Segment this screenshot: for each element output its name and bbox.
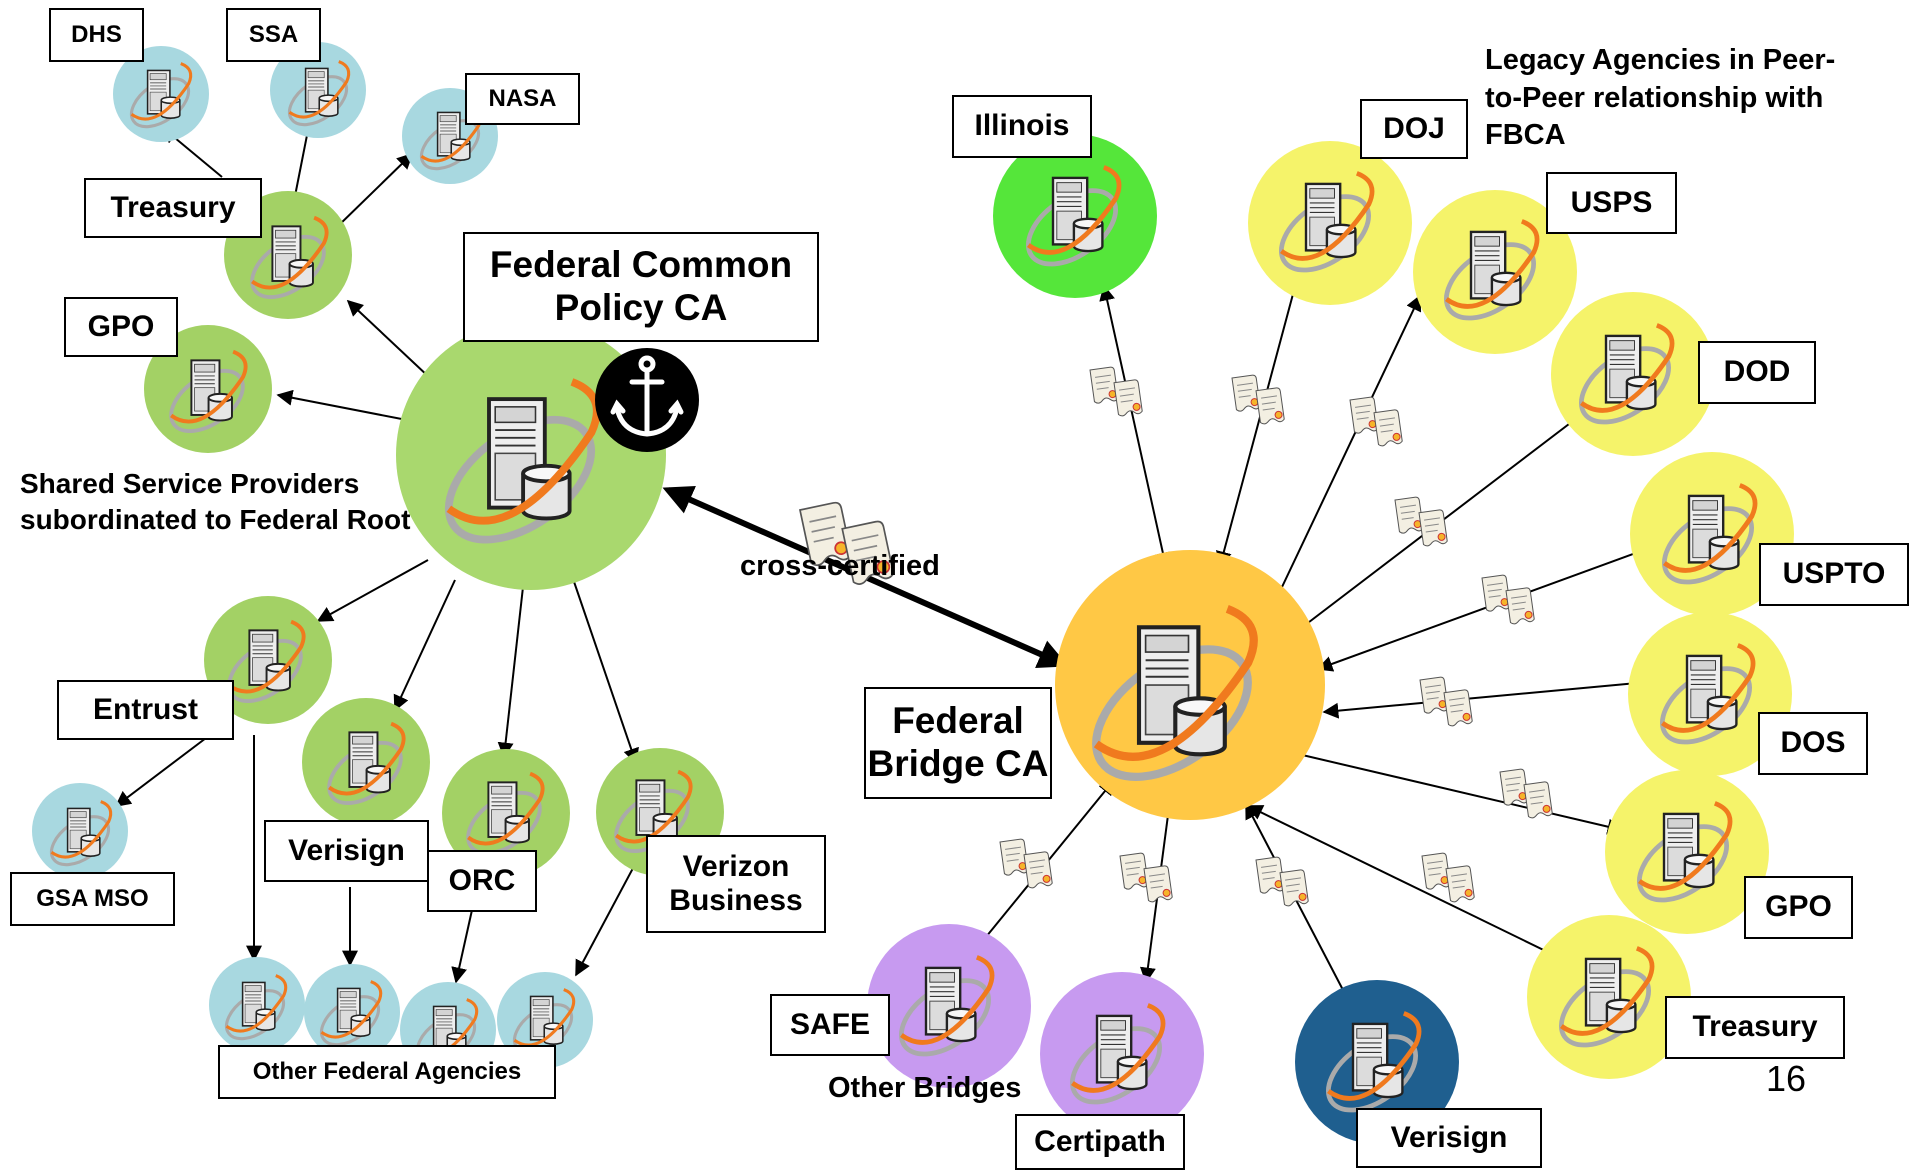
edge-fcpca-treasury bbox=[346, 299, 431, 379]
text-shared-service-providers: Shared Service Providers subordinated to… bbox=[20, 468, 411, 536]
certificate-icon bbox=[1119, 852, 1174, 903]
label-fcpca: Federal Common Policy CA bbox=[463, 232, 819, 342]
label-dos: DOS bbox=[1758, 712, 1868, 775]
label-verisign-left: Verisign bbox=[264, 820, 429, 882]
label-fbca: Federal Bridge CA bbox=[864, 687, 1052, 799]
certificate-icon bbox=[1231, 374, 1286, 425]
text-other-bridges: Other Bridges bbox=[828, 1072, 1022, 1104]
edge-fbca-gpo bbox=[1279, 745, 1624, 835]
certificate-icon bbox=[999, 838, 1054, 889]
edge-treasury-nasa bbox=[335, 152, 414, 229]
label-doj: DOJ bbox=[1360, 99, 1468, 159]
label-entrust: Entrust bbox=[57, 680, 234, 740]
edge-fcpca-gpo bbox=[276, 389, 413, 422]
label-gpo-left: GPO bbox=[64, 297, 178, 357]
edge-fbca-illinois bbox=[1099, 284, 1171, 569]
label-gsa-mso: GSA MSO bbox=[10, 872, 175, 926]
certificate-icon bbox=[1349, 396, 1404, 447]
certificate-icon bbox=[1394, 496, 1449, 547]
label-gpo-right: GPO bbox=[1744, 876, 1853, 939]
edge-fcpca-verisign bbox=[393, 579, 456, 712]
edge-fcpca-verizon bbox=[569, 569, 639, 765]
label-illinois: Illinois bbox=[952, 95, 1092, 158]
edge-fcpca-entrust bbox=[316, 559, 429, 622]
certificate-icon bbox=[1421, 852, 1476, 903]
label-usps: USPS bbox=[1546, 172, 1677, 234]
edge-entrust-gsa bbox=[114, 734, 211, 807]
label-verisign-right: Verisign bbox=[1356, 1108, 1542, 1168]
anchor-icon bbox=[595, 348, 699, 452]
certificate-icon bbox=[1499, 768, 1554, 819]
page-number: 16 bbox=[1766, 1058, 1807, 1099]
label-nasa: NASA bbox=[465, 73, 580, 125]
label-other-federal: Other Federal Agencies bbox=[218, 1045, 556, 1099]
text-cross-certified: cross-certified bbox=[740, 550, 940, 582]
text-legacy-agencies: Legacy Agencies in Peer-to-Peer relation… bbox=[1485, 44, 1836, 152]
edge-orc-other bbox=[451, 909, 473, 984]
certificate-icon bbox=[1255, 856, 1310, 907]
label-uspto: USPTO bbox=[1759, 543, 1909, 606]
label-verizon: Verizon Business bbox=[646, 835, 826, 933]
edge-verizon-other bbox=[575, 854, 641, 977]
label-dod: DOD bbox=[1698, 341, 1816, 404]
edge-fcpca-orc bbox=[497, 586, 524, 759]
certificate-icon bbox=[1089, 366, 1144, 417]
label-ssa: SSA bbox=[226, 8, 321, 62]
label-orc: ORC bbox=[427, 850, 537, 912]
certificate-icon bbox=[1481, 574, 1536, 625]
edge-fbca-usps bbox=[1271, 294, 1422, 608]
label-certipath: Certipath bbox=[1015, 1114, 1185, 1170]
certificate-icon bbox=[1419, 676, 1474, 727]
label-treasury-right: Treasury bbox=[1665, 996, 1845, 1059]
label-treasury-left: Treasury bbox=[84, 178, 262, 238]
label-dhs: DHS bbox=[49, 8, 144, 62]
edge-fbca-dos bbox=[1322, 675, 1650, 719]
edge-fbca-verisign bbox=[1245, 802, 1356, 1015]
label-safe: SAFE bbox=[770, 994, 890, 1056]
